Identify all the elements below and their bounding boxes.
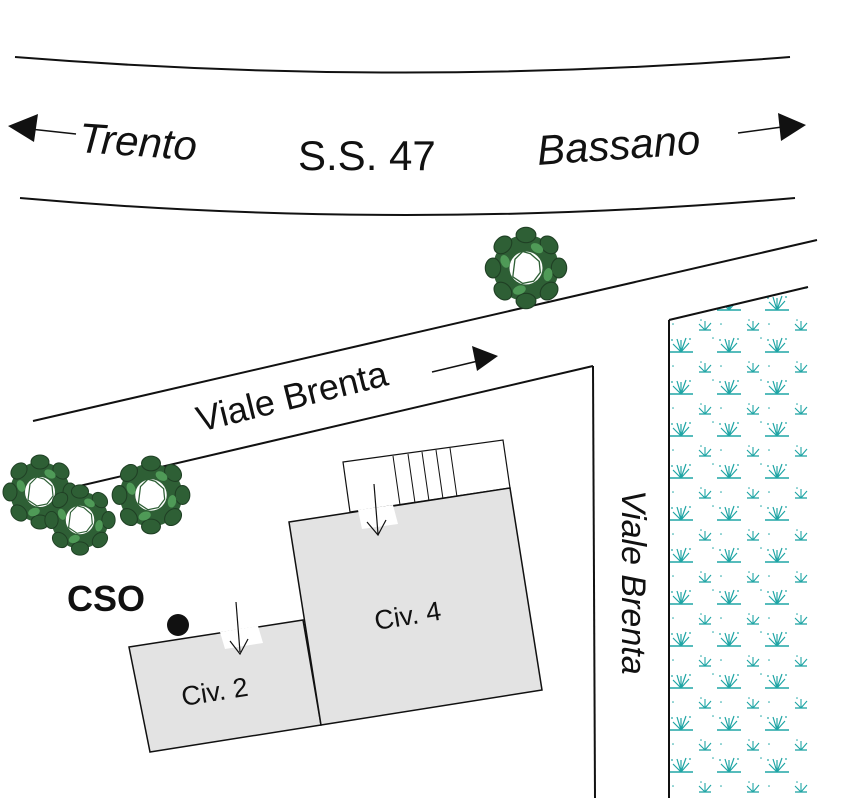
viale-brenta-north-edge (32, 239, 818, 422)
entrance-civ-2 (220, 601, 263, 656)
street-label-viale-brenta-east: Viale Brenta (614, 490, 652, 675)
viale-brenta-east-edge (592, 365, 596, 798)
direction-arrow-icon (737, 113, 806, 141)
tree-icon (111, 455, 191, 535)
highway-north-edge (14, 56, 791, 74)
east-destination-label: Bassano (535, 116, 701, 174)
point-marker-icon (167, 614, 189, 636)
building-civ-4 (288, 487, 543, 726)
west-destination-label: Trento (77, 114, 198, 169)
direction-arrow-icon (8, 114, 77, 142)
highway-south-edge (19, 197, 796, 216)
tree-icon (44, 484, 116, 556)
marsh-area-north-edge (668, 286, 809, 321)
entrance-civ-4 (358, 483, 398, 537)
street-label-viale-brenta: Viale Brenta (192, 352, 393, 439)
highway-label: S.S. 47 (298, 132, 436, 179)
marker-label-cso: CSO (67, 578, 145, 619)
direction-arrow-icon (431, 346, 498, 373)
marsh-area (669, 287, 808, 798)
tree-icon (484, 226, 568, 310)
